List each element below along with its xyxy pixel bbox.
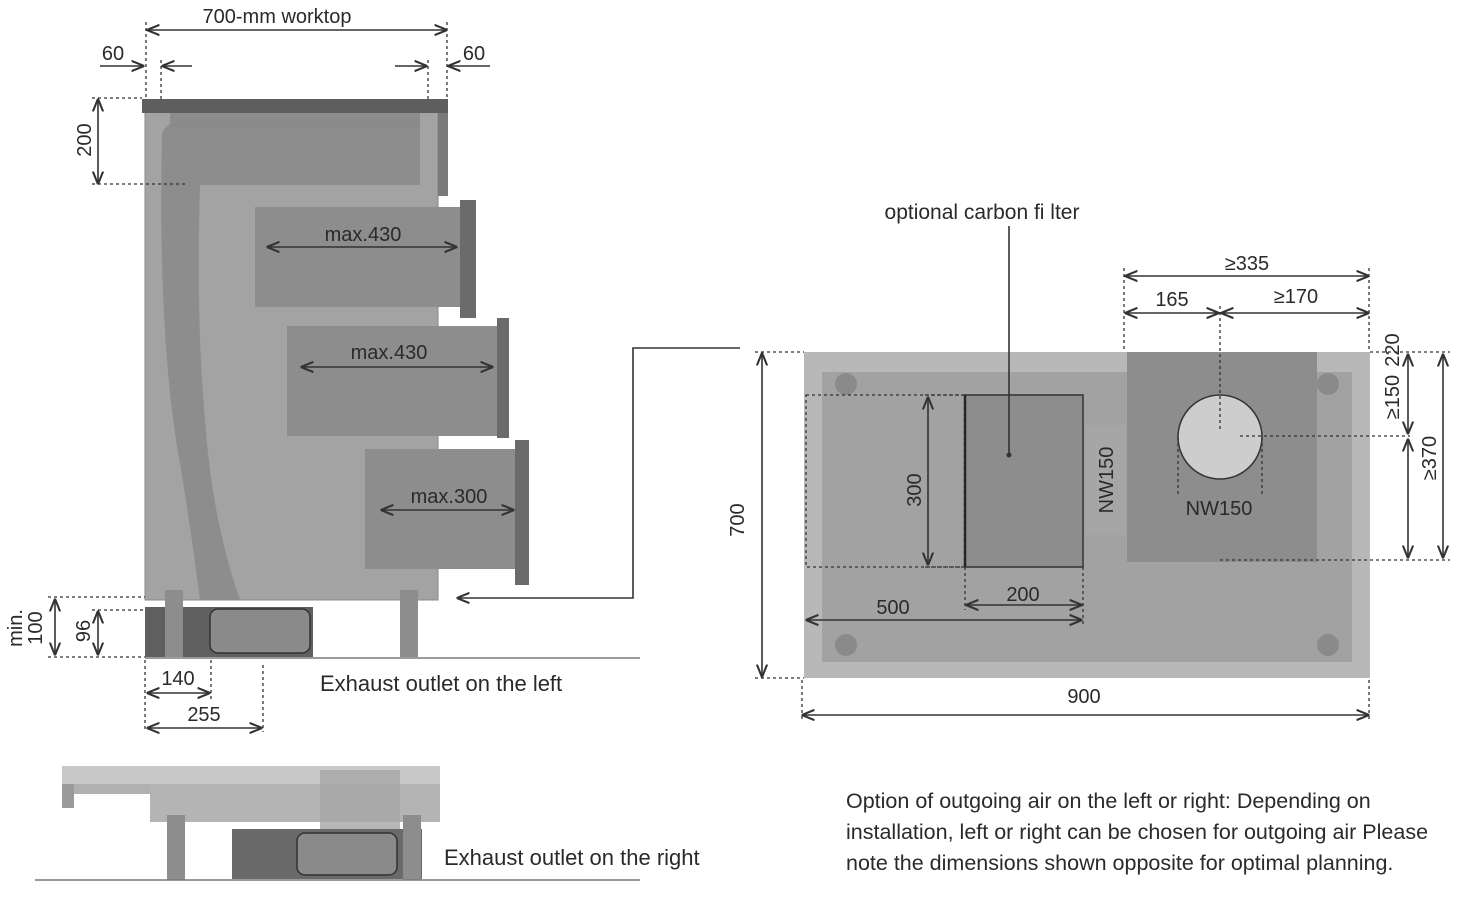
drawer-2 (287, 326, 497, 436)
exhaust-outlet-right (296, 832, 398, 876)
drawer-3-label: max.300 (411, 486, 488, 508)
drawer-1-label: max.430 (325, 224, 402, 246)
dim-220-label: 220 (1382, 333, 1404, 366)
dim-300-label: 300 (904, 473, 926, 506)
dim-700-label: 700 (727, 503, 749, 536)
dim-170-label: ≥170 (1274, 286, 1318, 308)
exhaust-right-label: Exhaust outlet on the right (444, 845, 700, 870)
dim-100-label: 100 (25, 611, 47, 644)
exhaust-outlet-left (209, 608, 311, 654)
dim-200-vertical: 200 (74, 123, 96, 156)
side-view (142, 99, 640, 659)
dim-150-label: ≥150 (1382, 375, 1404, 419)
dim-140-label: 140 (161, 668, 194, 690)
dim-200-plan-label: 200 (1006, 584, 1039, 606)
nw150-round-label: NW150 (1186, 498, 1253, 520)
worktop-label: 700-mm worktop (203, 6, 352, 28)
nw150-round-outlet (1177, 394, 1263, 480)
dim-255-label: 255 (187, 704, 220, 726)
worktop (142, 99, 448, 113)
dim-min-label: min. (5, 609, 27, 647)
nw150-side-label: NW150 (1096, 447, 1118, 514)
dim-165-label: 165 (1155, 289, 1188, 311)
nw150-side-outlet (1086, 425, 1126, 535)
dim-left-60: 60 (102, 43, 124, 65)
side-dimensions (48, 22, 740, 732)
carbon-filter-box (964, 394, 1084, 568)
dim-right-60: 60 (463, 43, 485, 65)
carbon-filter-label: optional carbon fi lter (885, 201, 1080, 224)
bottom-view (35, 766, 640, 881)
drawer-3 (365, 449, 517, 569)
dim-900-label: 900 (1067, 686, 1100, 708)
exhaust-duct (161, 118, 421, 600)
dim-370-label: ≥370 (1419, 436, 1441, 480)
installation-note: Option of outgoing air on the left or ri… (846, 789, 1429, 875)
drawer-1 (255, 207, 460, 307)
dim-500-label: 500 (876, 597, 909, 619)
drawer-2-label: max.430 (351, 342, 428, 364)
plan-view (804, 352, 1370, 678)
plan-dimensions (755, 226, 1450, 720)
dim-335-label: ≥335 (1225, 253, 1269, 275)
exhaust-left-label: Exhaust outlet on the left (320, 671, 562, 696)
dim-96-label: 96 (73, 620, 95, 642)
